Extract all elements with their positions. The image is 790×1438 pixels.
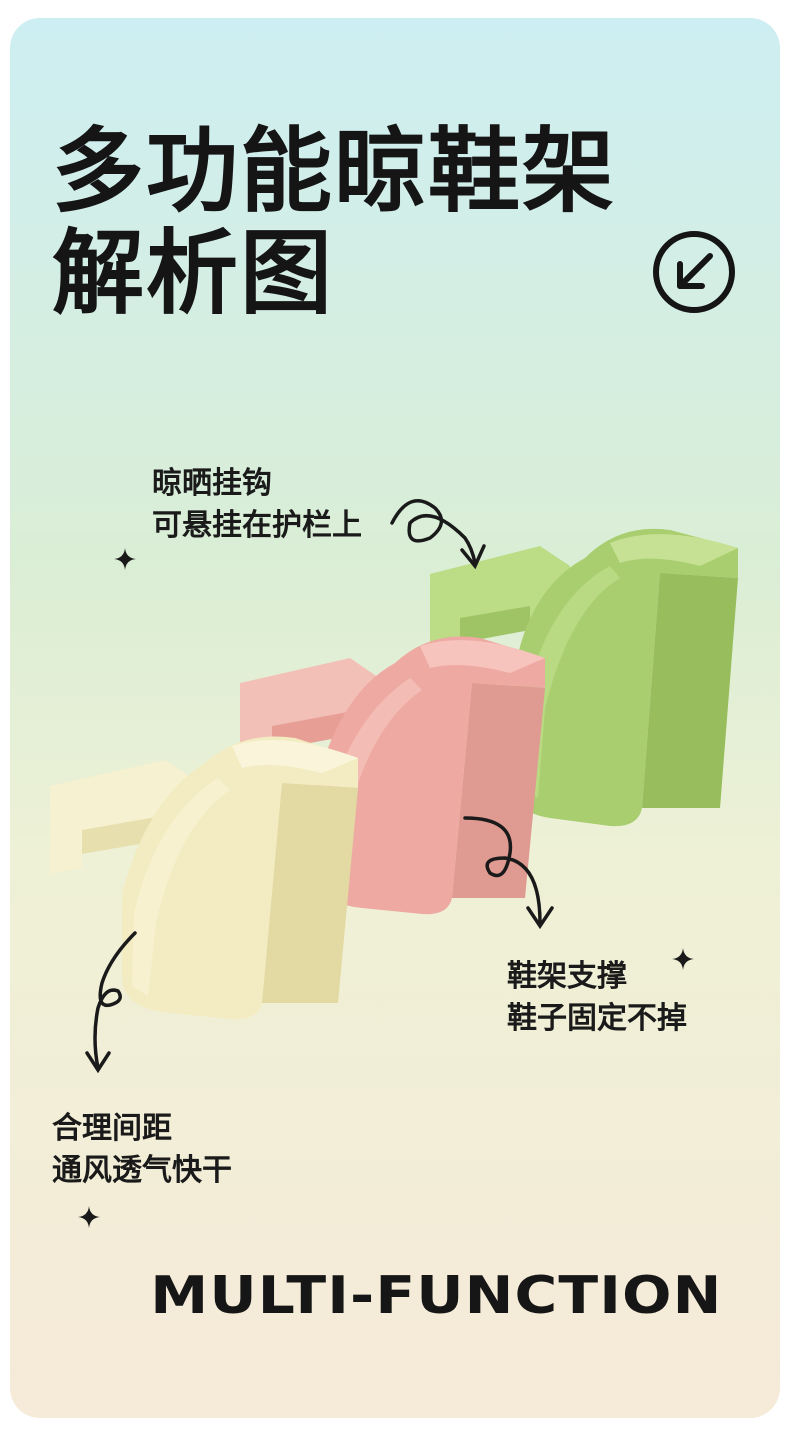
callout-shoe-support-line-1: 鞋架支撑 (507, 959, 627, 994)
page-title-line-2: 解析图 (52, 220, 335, 327)
callout-arrow-support (463, 816, 554, 930)
footer-heading: MULTI-FUNCTION (150, 1266, 723, 1326)
shoe-hooks-illustration (50, 498, 738, 1074)
callout-hanging-hook-line-1: 晾晒挂钩 (152, 466, 272, 501)
green-hook (430, 528, 738, 827)
callout-arrow-spacing (85, 931, 137, 1074)
page-title-line-1: 多功能晾鞋架 (52, 118, 617, 225)
callout-spacing-line-1: 合理间距 (52, 1111, 172, 1146)
callout-hanging-hook-line-2: 可悬挂在护栏上 (152, 508, 362, 543)
poster-card: 多功能晾鞋架 解析图 (10, 18, 780, 1418)
callout-shoe-support-line-2: 鞋子固定不掉 (507, 1001, 687, 1036)
callout-spacing: 合理间距 通风透气快干 (52, 1108, 232, 1192)
sparkle-icon (672, 948, 694, 970)
callout-spacing-line-2: 通风透气快干 (52, 1153, 232, 1188)
arrow-down-left-circle-icon (653, 231, 735, 313)
sparkle-icon (78, 1206, 100, 1228)
callout-hanging-hook: 晾晒挂钩 可悬挂在护栏上 (152, 463, 362, 547)
sparkle-icon (114, 548, 136, 570)
cream-hook (50, 736, 358, 1020)
callout-shoe-support: 鞋架支撑 鞋子固定不掉 (507, 956, 687, 1040)
callout-arrow-hook (390, 498, 486, 570)
